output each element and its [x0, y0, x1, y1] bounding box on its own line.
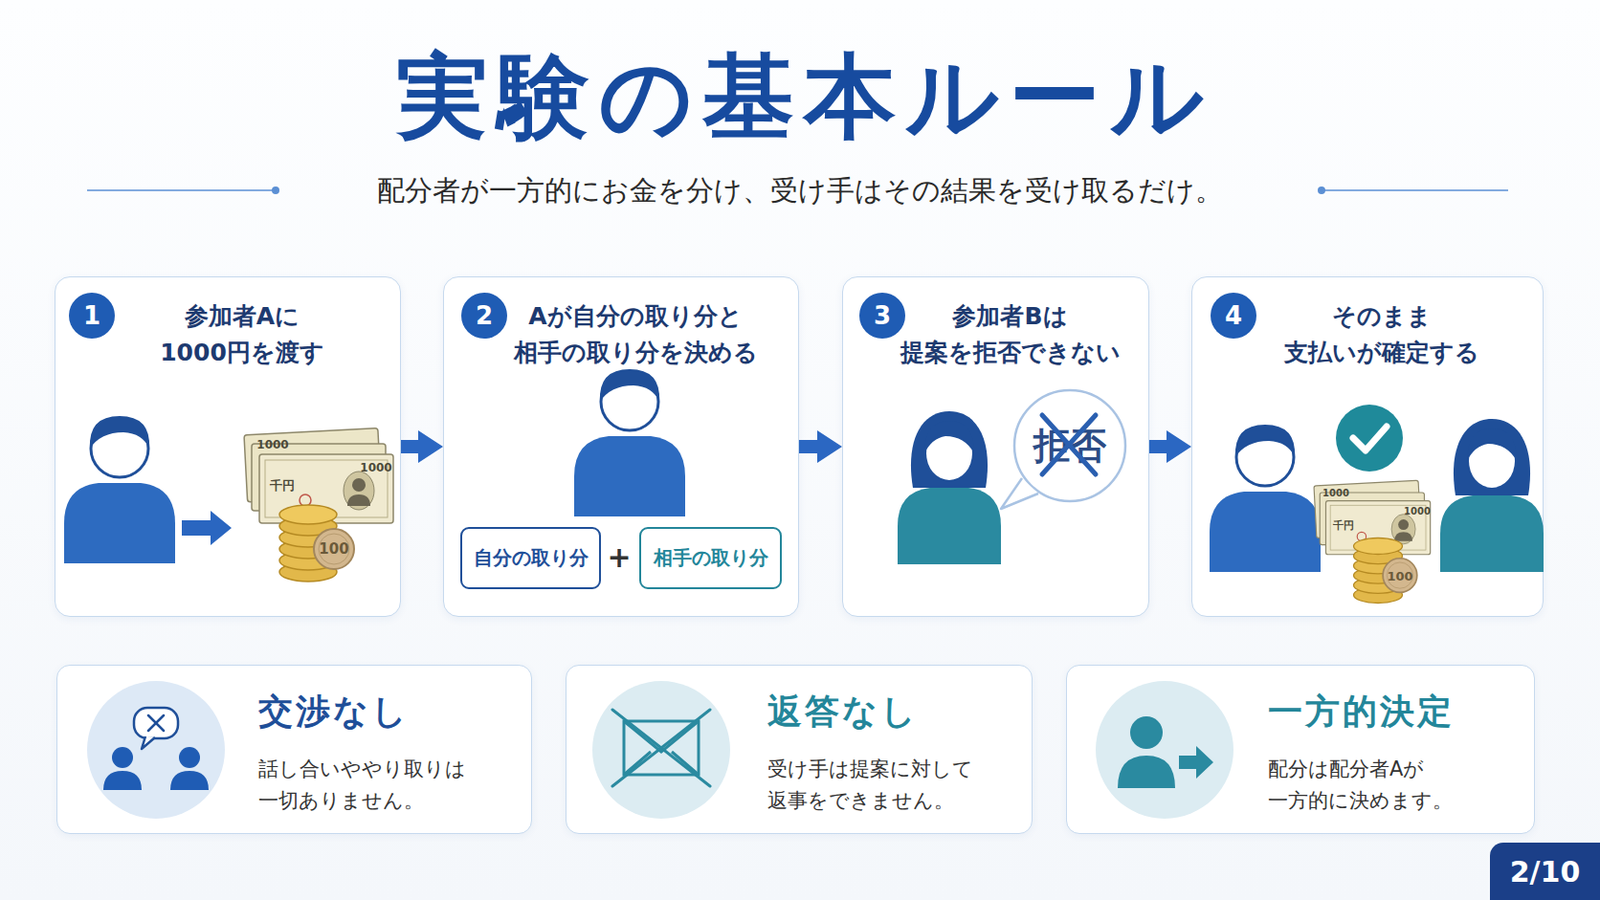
process-box: 3 拒否 参加者Bは 提案を拒否できない [842, 276, 1150, 618]
share-label: 相手の取り分 [653, 545, 769, 572]
rule-card: 返答なし受け手は提案に対して 返事をできません。 [565, 665, 1033, 835]
reject-cross [1042, 415, 1096, 475]
banknotes [1313, 480, 1431, 555]
step-number: 2 [475, 301, 493, 331]
page-number: 2/10 [1510, 855, 1581, 889]
icon-disc [592, 681, 731, 820]
icon-speech-tail [141, 736, 156, 750]
step-number: 4 [1224, 301, 1243, 331]
page-number-box: 2/10 [1489, 843, 1600, 900]
card-body: 配分は配分者Aが 一方的に決めます。 [1267, 754, 1469, 818]
icon-envelope [623, 721, 699, 776]
person-b [897, 411, 1001, 565]
card-heading: 返答なし [767, 688, 919, 736]
speech-bubble-tail [1000, 478, 1039, 510]
step-number: 3 [873, 301, 891, 331]
banknotes [244, 428, 394, 524]
slide-title: 実験の基本ルール [0, 42, 1600, 152]
person-a [574, 369, 686, 517]
rule-card: 交渉なし話し合いややり取りは 一切ありません。 [56, 665, 533, 835]
icon-person-body [1117, 755, 1176, 789]
flow-arrow [1149, 440, 1173, 454]
step-heading: そのまま 支払いが確定する [1274, 298, 1490, 372]
person-a [1209, 424, 1321, 573]
icon-person-head [1130, 716, 1163, 750]
card-body: 受け手は提案に対して 返事をできません。 [767, 754, 989, 818]
icon-cross [612, 710, 711, 787]
speech-bubble: 拒否 [1012, 388, 1128, 504]
coin-stack [279, 505, 355, 582]
subtitle: 配分者が一方的にお金を分け、受け手はその結果を受け取るだけ。 [377, 177, 1223, 205]
icon-cross [612, 710, 711, 787]
check-mark [1353, 426, 1387, 451]
step-heading: Aが自分の取り分と 相手の取り分を決める [504, 298, 768, 372]
check-badge [1335, 404, 1403, 472]
icon-person-body [103, 771, 142, 791]
step-number-badge: 4 [1210, 292, 1257, 339]
bubble-circle [1014, 390, 1126, 502]
card-heading: 一方的決定 [1267, 688, 1455, 736]
share-box: 自分の取り分 [460, 527, 601, 590]
share-label: 自分の取り分 [473, 545, 589, 572]
step-number-badge: 1 [68, 292, 115, 339]
icon-disc [1095, 681, 1234, 820]
step-heading: 参加者Bは 提案を拒否できない [895, 298, 1126, 372]
step-number-badge: 2 [461, 292, 508, 339]
bubble-text: 拒否 [1033, 422, 1107, 471]
process-box: 4 そのまま 支払いが確定する [1191, 276, 1544, 618]
subtitle-rule [87, 189, 276, 192]
step-number-badge: 3 [859, 292, 906, 339]
step-number: 1 [83, 301, 101, 331]
rule-card: 一方的決定配分は配分者Aが 一方的に決めます。 [1066, 665, 1535, 835]
flow-arrow [799, 440, 823, 454]
icon-envelope-flap [623, 721, 699, 776]
reject-cross [1042, 415, 1096, 475]
process-box: 1 参加者Aに 1000円を渡す [54, 276, 401, 618]
share-box: 相手の取り分 [639, 527, 782, 590]
person-a [64, 416, 176, 564]
icon-person-head [111, 747, 134, 769]
card-heading: 交渉なし [258, 688, 410, 736]
subtitle-rule [1321, 189, 1509, 192]
icon-speech-bubble [133, 708, 178, 739]
icon-cross [148, 715, 164, 732]
flow-arrow [400, 440, 424, 454]
icon-person-body [170, 771, 209, 791]
icon-arrow [1178, 746, 1214, 779]
hand-over-arrow [181, 511, 232, 546]
person-b [1440, 419, 1544, 573]
icon-disc [87, 681, 225, 820]
step-heading: 参加者Aに 1000円を渡す [140, 298, 345, 372]
icon-cross [148, 715, 164, 732]
subtitle-rule-dot [271, 186, 280, 195]
card-body: 話し合いややり取りは 一切ありません。 [258, 754, 480, 818]
process-box: 2 自分の取り分 相手の取り分 Aが自分の取り分と 相手の取り分を決める [443, 276, 800, 618]
subtitle-rule-dot [1317, 186, 1326, 195]
coin-stack [1354, 538, 1418, 604]
icon-person-head [178, 747, 200, 769]
